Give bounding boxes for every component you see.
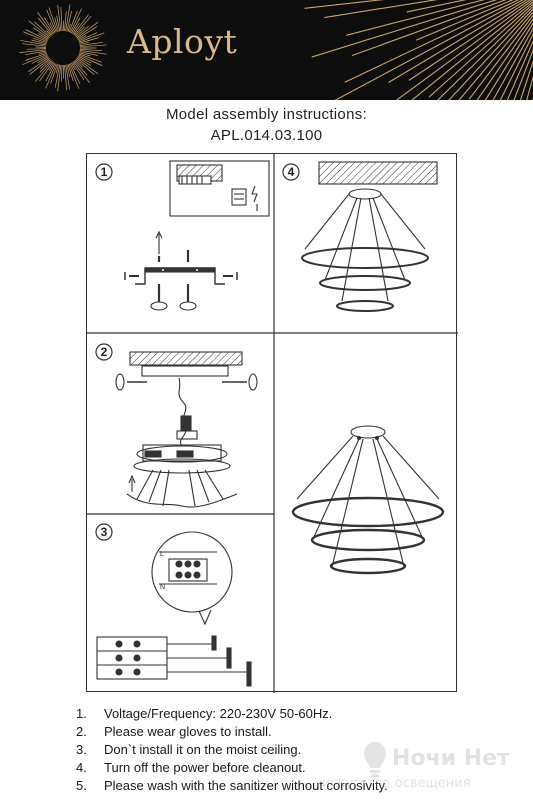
wire-label-l: L xyxy=(160,551,164,558)
list-item: 5.Please wash with the sanitizer without… xyxy=(76,778,388,793)
brand-logo: Aployt xyxy=(127,22,238,61)
step-number-2: 2 xyxy=(100,345,108,359)
diagram-drawing: L N xyxy=(87,154,458,693)
assembly-diagram: L N 1 4 2 xyxy=(86,153,458,693)
list-item: 1.Voltage/Frequency: 220-230V 50-60Hz. xyxy=(76,706,333,721)
panel-step-2 xyxy=(115,351,258,508)
page-title: Model assembly instructions: xyxy=(166,106,367,123)
panel-step-3 xyxy=(96,531,252,687)
panel-step-4 xyxy=(291,161,445,575)
step-number-4: 4 xyxy=(287,165,295,179)
wire-label-n: N xyxy=(160,584,165,591)
watermark-name: Ночи Нет xyxy=(392,746,510,771)
panel-step-1 xyxy=(124,160,270,311)
list-item: 2.Please wear gloves to install. xyxy=(76,724,272,739)
model-number: APL.014.03.100 xyxy=(210,127,323,144)
step-number-3: 3 xyxy=(100,525,108,539)
sunburst-icon xyxy=(19,0,533,100)
step-number-1: 1 xyxy=(100,165,108,179)
list-item: 4.Turn off the power before cleanout. xyxy=(76,760,306,775)
header-banner: Aployt xyxy=(0,0,533,100)
instruction-list: 1.Voltage/Frequency: 220-230V 50-60Hz. 2… xyxy=(76,705,388,795)
list-item: 3.Don`t install it on the moist ceiling. xyxy=(76,742,302,757)
